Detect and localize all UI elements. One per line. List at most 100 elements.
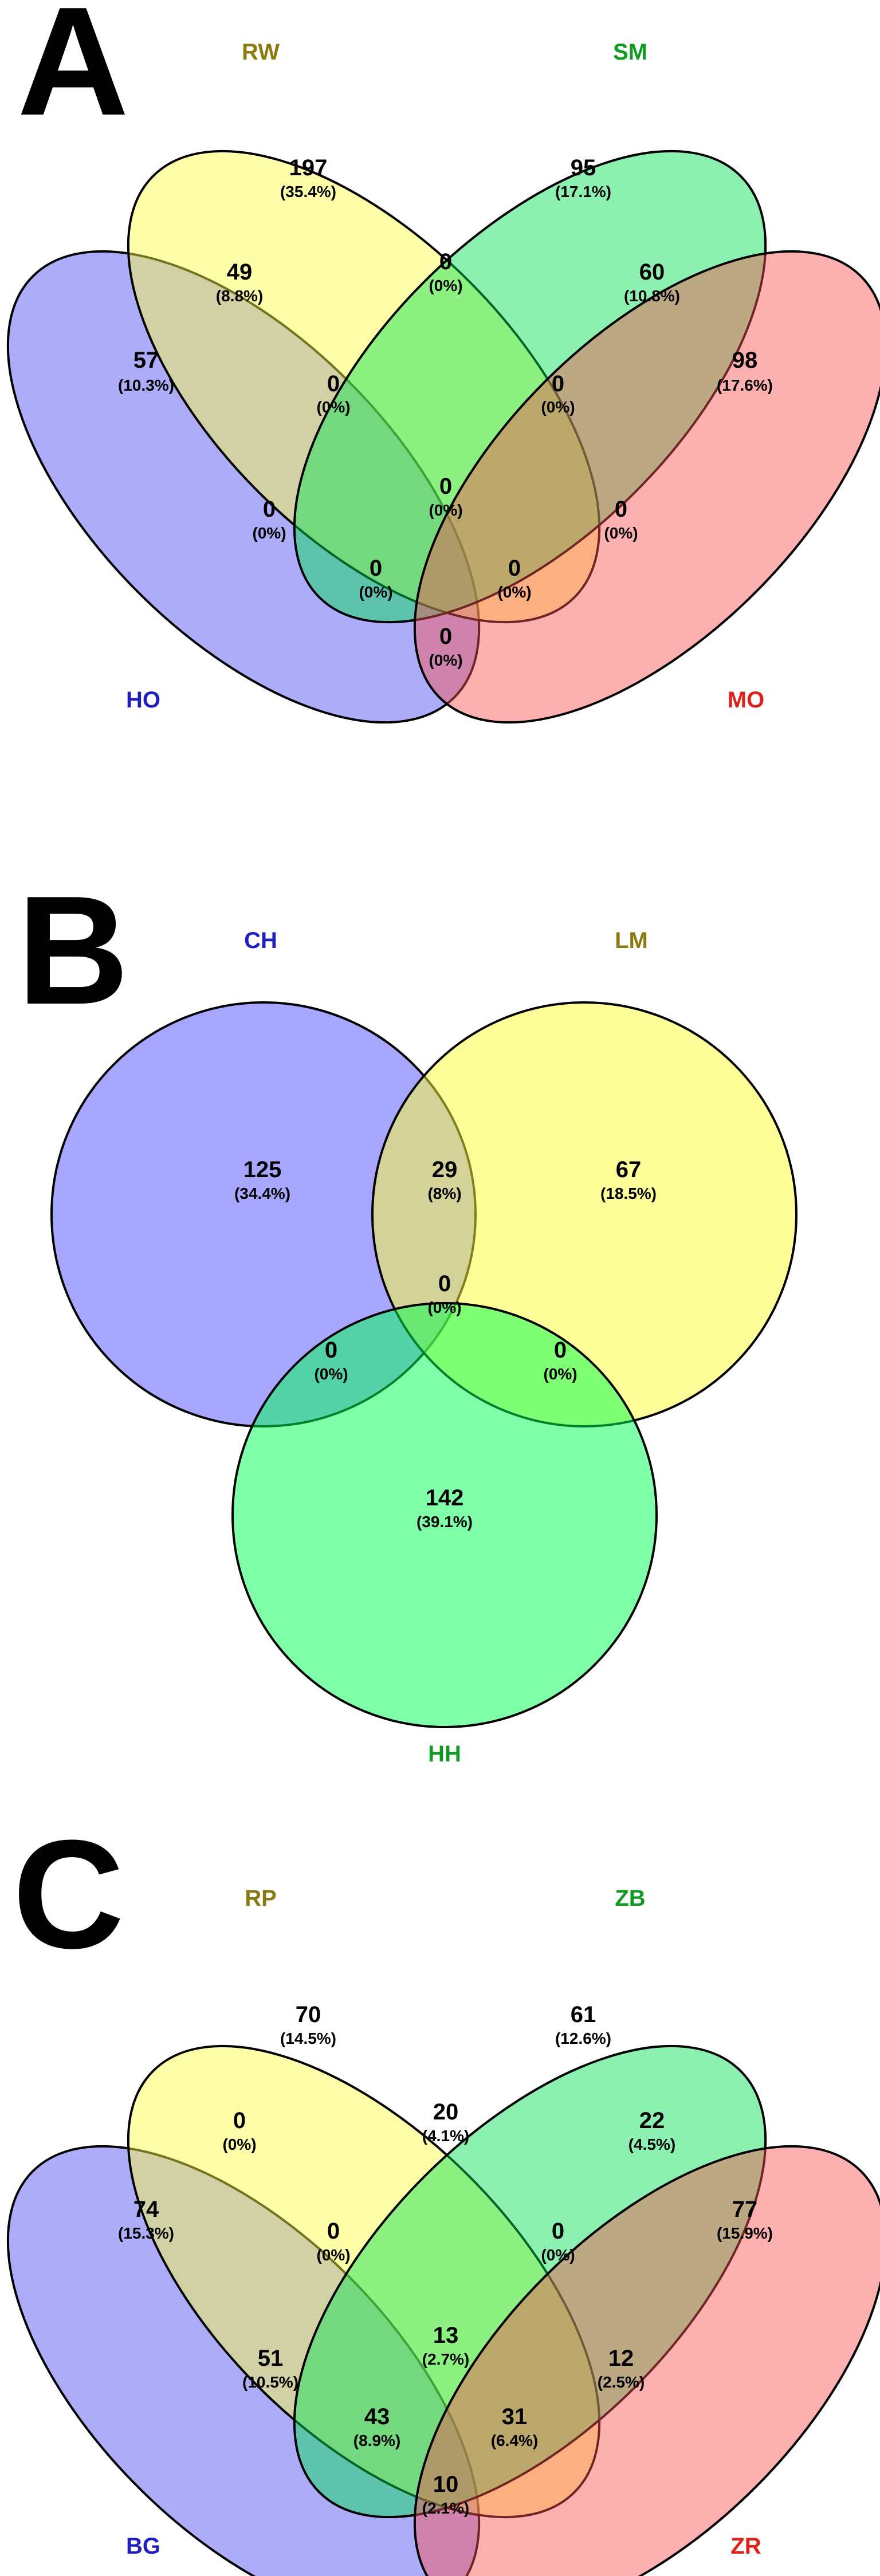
svg-text:(0%): (0%) [316, 2246, 350, 2264]
set-ellipse-zr [413, 2145, 880, 2576]
svg-text:0: 0 [552, 2219, 564, 2244]
svg-text:(17.6%): (17.6%) [717, 376, 773, 394]
svg-text:(0%): (0%) [543, 1365, 577, 1383]
set-circle-hh [231, 1302, 658, 1728]
region-a-ho-sm: 0 (0%) [252, 497, 286, 542]
svg-text:(12.6%): (12.6%) [555, 2030, 611, 2047]
svg-text:(8%): (8%) [427, 1185, 461, 1202]
region-c-all: 13 (2.7%) [422, 2323, 469, 2368]
region-c-rp: 70 (14.5%) [280, 2002, 336, 2047]
svg-text:(8.8%): (8.8%) [216, 287, 263, 305]
set-label-ho: HO [126, 687, 160, 713]
svg-text:(39.1%): (39.1%) [417, 1513, 473, 1531]
region-a-rw-sm: 0 (0%) [429, 249, 462, 294]
svg-text:(14.5%): (14.5%) [280, 2030, 336, 2047]
set-label-lm: LM [615, 928, 648, 953]
set-label-ch: CH [244, 928, 277, 953]
svg-text:(0%): (0%) [359, 583, 392, 601]
svg-text:20: 20 [433, 2099, 459, 2125]
svg-text:77: 77 [732, 2197, 758, 2222]
svg-text:(0%): (0%) [314, 1365, 348, 1383]
region-a-all: 0(0%) [429, 474, 462, 519]
set-ellipse-zb [293, 2044, 767, 2519]
svg-text:0: 0 [263, 497, 276, 522]
svg-text:0: 0 [615, 497, 627, 522]
panel-c: C BG RP ZB ZR 74(15.3%) 70(14.5%) 61(12.… [6, 1808, 880, 2576]
region-a-ho-rw: 49(8.8%) [216, 259, 263, 305]
region-a-sm-mo: 60 (10.8%) [624, 259, 680, 305]
svg-text:(2.7%): (2.7%) [422, 2350, 469, 2368]
svg-text:0: 0 [439, 474, 452, 499]
svg-text:0: 0 [370, 556, 382, 581]
region-b-lm: 67(18.5%) [600, 1157, 657, 1202]
region-c-zb-zr: 22(4.5%) [628, 2108, 675, 2153]
set-ellipse-sm [293, 150, 767, 624]
region-b-hh: 142(39.1%) [417, 1485, 473, 1531]
svg-text:0: 0 [327, 2219, 340, 2244]
region-c-bg: 74 (15.3%) [118, 2197, 174, 2242]
svg-text:95: 95 [571, 155, 596, 180]
svg-text:(0%): (0%) [427, 1299, 461, 1316]
svg-text:(18.5%): (18.5%) [600, 1185, 657, 1202]
svg-text:(2.5%): (2.5%) [598, 2373, 645, 2391]
svg-text:51: 51 [258, 2346, 284, 2371]
region-c-bg-rp-zr: 31(6.4%) [491, 2404, 538, 2449]
set-label-zb: ZB [615, 1886, 645, 1911]
region-a-rw-sm-mo: 0 (0%) [541, 371, 575, 416]
region-b-ch: 125(34.4%) [234, 1157, 290, 1202]
svg-text:0: 0 [233, 2108, 246, 2133]
svg-text:70: 70 [296, 2002, 321, 2027]
svg-text:74: 74 [133, 2197, 159, 2222]
region-a-rw-mo: 0 (0%) [604, 497, 638, 542]
region-b-ch-hh: 0(0%) [314, 1338, 348, 1383]
set-label-rp: RP [245, 1886, 277, 1911]
set-ellipse-rw [127, 150, 601, 624]
region-c-zr: 77(15.9%) [717, 2197, 773, 2242]
region-c-rp-zb-zr: 0(0%) [541, 2219, 575, 2264]
svg-text:13: 13 [433, 2323, 459, 2348]
svg-text:60: 60 [639, 259, 665, 285]
svg-text:(4.1%): (4.1%) [422, 2127, 469, 2145]
svg-text:(10.5%): (10.5%) [242, 2373, 298, 2391]
svg-text:(34.4%): (34.4%) [234, 1185, 290, 1202]
svg-text:98: 98 [732, 348, 758, 373]
region-a-ho: 57(10.3%) [118, 348, 174, 394]
svg-text:(0%): (0%) [541, 398, 575, 416]
region-b-ch-lm: 29(8%) [427, 1157, 461, 1202]
svg-text:0: 0 [438, 1271, 451, 1296]
svg-text:(10.8%): (10.8%) [624, 287, 680, 305]
region-c-bg-zb: 51 (10.5%) [242, 2346, 298, 2391]
region-c-zb: 61(12.6%) [555, 2002, 611, 2047]
set-label-mo: MO [728, 687, 764, 713]
svg-text:43: 43 [364, 2404, 390, 2429]
svg-text:0: 0 [439, 249, 452, 274]
region-c-bg-rp: 0 (0%) [222, 2108, 256, 2153]
region-a-ho-mo: 0(0%) [429, 624, 462, 669]
svg-text:12: 12 [608, 2346, 634, 2371]
svg-text:(0%): (0%) [222, 2135, 256, 2153]
svg-text:0: 0 [439, 624, 452, 649]
region-c-rp-zr: 12 (2.5%) [598, 2346, 645, 2391]
region-c-bg-rp-zb: 0 (0%) [316, 2219, 350, 2264]
svg-text:(0%): (0%) [316, 398, 350, 416]
svg-text:(0%): (0%) [429, 277, 462, 294]
set-ellipse-bg [6, 2145, 481, 2576]
panel-letter-a: A [17, 0, 129, 148]
svg-text:(0%): (0%) [252, 524, 286, 542]
svg-text:10: 10 [433, 2472, 459, 2497]
svg-text:(8.9%): (8.9%) [353, 2432, 400, 2449]
region-b-lm-hh: 0(0%) [543, 1338, 577, 1383]
region-a-ho-sm-mo: 0 (0%) [359, 556, 392, 601]
region-b-all: 0 (0%) [427, 1271, 461, 1316]
region-c-rp-zb: 20 (4.1%) [422, 2099, 469, 2145]
svg-text:0: 0 [508, 556, 521, 581]
panel-b: B CH LM HH 125(34.4%) 29(8%) 67(18.5%) 0… [17, 864, 798, 1767]
svg-text:(0%): (0%) [604, 524, 638, 542]
set-ellipse-rp [127, 2044, 601, 2519]
svg-text:(35.4%): (35.4%) [280, 183, 336, 200]
set-label-rw: RW [242, 40, 280, 65]
svg-text:0: 0 [552, 371, 564, 396]
svg-text:(15.3%): (15.3%) [118, 2224, 174, 2242]
panel-a: A HO RW SM MO 57(10.3%) 197(35.4%) 95(17… [6, 0, 880, 724]
region-c-bg-zr: 10(2.1%) [422, 2472, 469, 2517]
